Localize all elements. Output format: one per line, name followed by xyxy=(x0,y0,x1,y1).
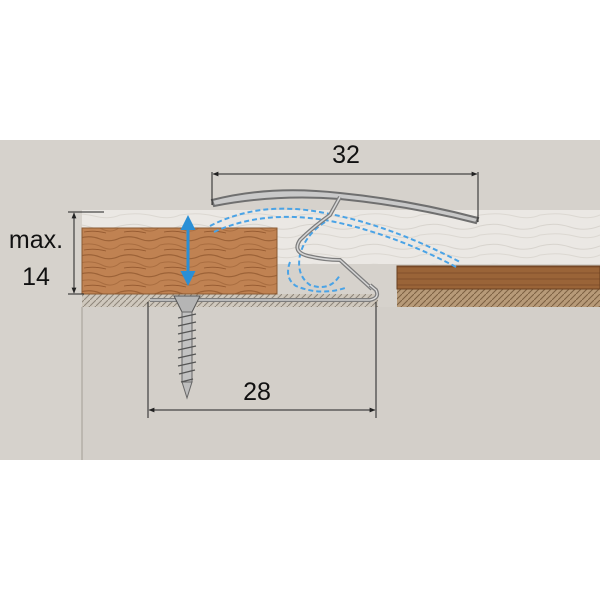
height-value-label: 14 xyxy=(22,263,50,291)
right-underlay xyxy=(397,289,600,307)
base-width-dimension xyxy=(147,302,377,418)
base-width-label: 28 xyxy=(243,378,271,406)
top-width-dimension xyxy=(211,171,479,222)
profile-top-cap xyxy=(210,189,480,225)
substrate-floor xyxy=(82,307,600,460)
screw-icon xyxy=(173,295,201,400)
height-dimension xyxy=(68,211,104,295)
left-wood-plank xyxy=(81,227,278,295)
max-label: max. xyxy=(9,226,63,254)
top-width-label: 32 xyxy=(332,141,360,169)
profile-base-plate-highlight xyxy=(150,284,378,301)
profile-stem-inner xyxy=(296,196,373,290)
right-laminate xyxy=(396,265,600,290)
